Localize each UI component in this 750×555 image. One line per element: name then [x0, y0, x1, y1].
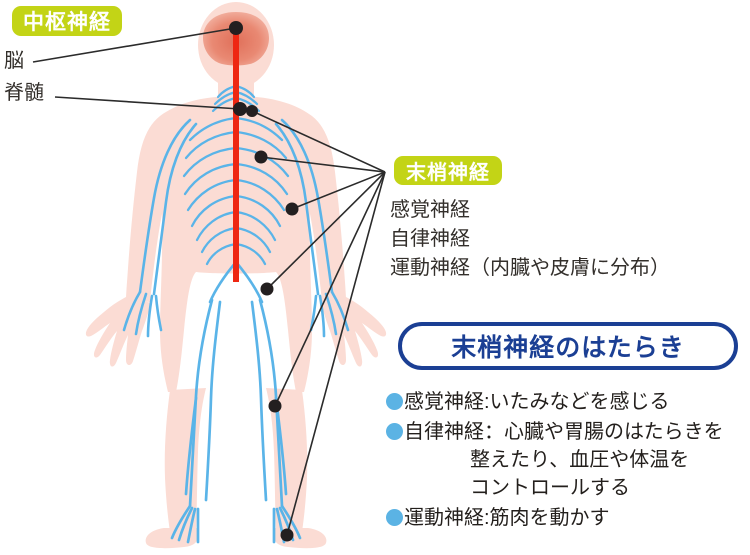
anchor-dot-peripheral-5: [268, 399, 282, 413]
central-nervous-system-tag: 中枢神経: [12, 6, 122, 36]
leader-line-spinal: [54, 96, 241, 110]
central-nervous-system-tag-label: 中枢神経: [23, 11, 111, 34]
anchor-dot-peripheral-3: [285, 202, 299, 216]
leader-line-peripheral-3: [291, 171, 386, 210]
peripheral-nervous-system-tag-label: 末梢神経: [406, 162, 490, 184]
function-title-box: 末梢神経のはたらき: [398, 322, 738, 370]
function-list: 感覚神経:いたみなどを感じる 自律神経：心臓や胃腸のはたらきを 整えたり、血圧や…: [386, 388, 736, 534]
label-brain: 脳: [4, 50, 24, 72]
function-item-sensory-line-1: 感覚神経:いたみなどを感じる: [386, 388, 736, 416]
bullet-circle-icon: [386, 393, 403, 410]
function-item-autonomic-line-3: コントロールする: [470, 477, 630, 499]
function-item-motor-text: 運動神経:筋肉を動かす: [404, 507, 610, 529]
leader-line-peripheral-5: [274, 171, 386, 407]
anchor-dot-peripheral-1: [246, 105, 258, 117]
function-item-autonomic-line-1: 自律神経：心臓や胃腸のはたらきを: [386, 418, 736, 446]
anchor-dot-peripheral-4: [260, 282, 274, 296]
leader-line-peripheral-2: [260, 156, 386, 173]
function-item-motor: 運動神経:筋肉を動かす: [386, 504, 736, 532]
anchor-dot-spinal: [233, 102, 247, 116]
function-item-motor-line-1: 運動神経:筋肉を動かす: [386, 504, 736, 532]
leader-line-peripheral-6: [286, 171, 386, 536]
bullet-circle-icon: [386, 509, 403, 526]
anchor-dot-peripheral-2: [254, 150, 268, 164]
function-item-sensory-text: 感覚神経:いたみなどを感じる: [404, 391, 670, 413]
function-item-autonomic-line-2: 整えたり、血圧や体温を: [470, 449, 690, 471]
function-title-text: 末梢神経のはたらき: [451, 334, 685, 362]
function-item-autonomic-text: 自律神経：心臓や胃腸のはたらきを: [404, 421, 724, 443]
anchor-dots: [229, 21, 299, 542]
leader-line-peripheral-1: [251, 110, 386, 173]
bullet-circle-icon: [386, 423, 403, 440]
peripheral-nerve-type-autonomic: 自律神経: [390, 228, 470, 250]
peripheral-nerve-type-list: 感覚神経 自律神経 運動神経（内臓や皮膚に分布）: [390, 196, 720, 283]
anchor-dot-brain: [229, 21, 243, 35]
peripheral-nervous-system-tag: 末梢神経: [394, 156, 502, 185]
peripheral-nerve-type-motor: 運動神経（内臓や皮膚に分布）: [390, 257, 670, 279]
leader-line-peripheral-4: [266, 171, 386, 290]
label-spinal: 脊髄: [4, 82, 44, 104]
function-item-autonomic: 自律神経：心臓や胃腸のはたらきを 整えたり、血圧や体温を コントロールする: [386, 418, 736, 502]
peripheral-nerve-network: [122, 84, 350, 544]
function-item-sensory: 感覚神経:いたみなどを感じる: [386, 388, 736, 416]
anchor-dot-peripheral-6: [280, 528, 294, 542]
peripheral-nerve-type-sensory: 感覚神経: [390, 199, 470, 221]
leader-line-brain: [32, 27, 237, 63]
